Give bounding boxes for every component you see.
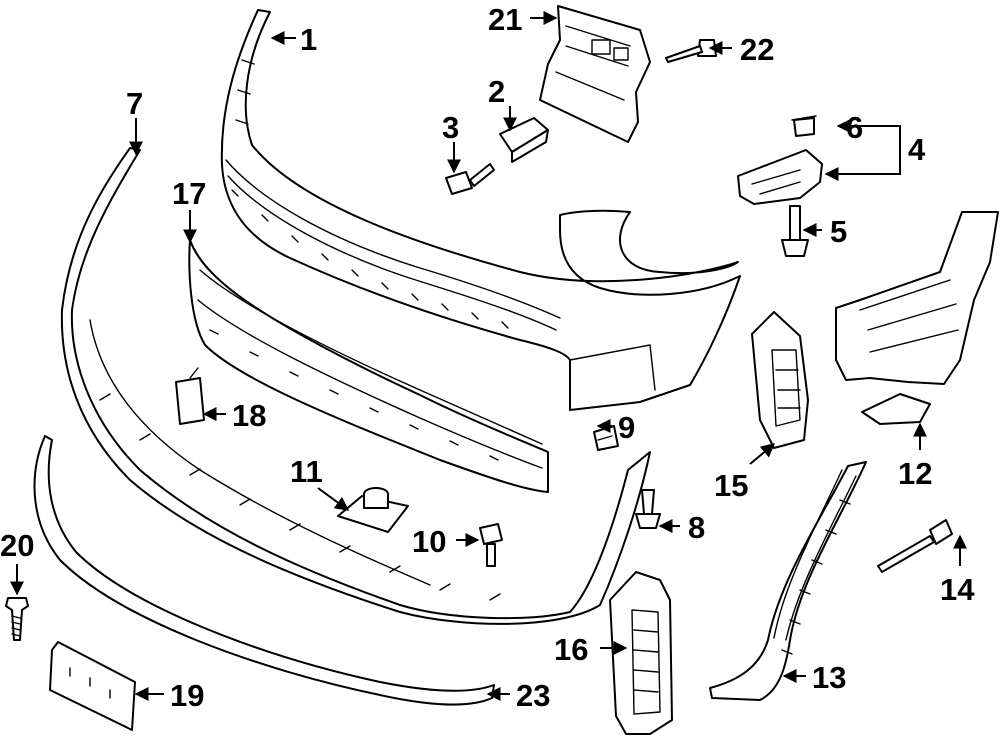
callout-21: 21 (488, 2, 522, 37)
callout-18: 18 (232, 398, 266, 433)
callout-9: 9 (618, 410, 635, 445)
bracket-2 (499, 117, 549, 163)
callout-1: 1 (300, 22, 317, 57)
bolt-10 (479, 523, 503, 567)
arch-strip-13 (709, 461, 867, 701)
bolt-20 (5, 597, 29, 641)
grille-insert (188, 239, 549, 493)
callout-3: 3 (442, 110, 459, 145)
callout-6: 6 (846, 110, 863, 145)
callout-5: 5 (830, 214, 847, 249)
callout-4: 4 (908, 132, 926, 167)
callout-8: 8 (688, 510, 705, 545)
lower-fascia (60, 147, 651, 625)
callout-11: 11 (290, 454, 323, 489)
callout-16: 16 (554, 632, 588, 667)
callout-20: 20 (0, 528, 34, 563)
callout-19: 19 (170, 678, 204, 713)
screw-8 (635, 489, 661, 529)
callout-2: 2 (488, 74, 505, 109)
callout-7: 7 (126, 86, 143, 121)
callout-12: 12 (898, 456, 932, 491)
callout-17: 17 (172, 176, 206, 211)
license-bracket (49, 641, 136, 731)
bolt-3 (445, 163, 495, 195)
callout-labels: 1 2 3 4 5 6 7 8 9 10 11 12 13 14 15 16 1… (0, 2, 975, 713)
clip-18 (175, 367, 205, 425)
clip-6 (791, 115, 817, 137)
screw-22 (665, 39, 717, 63)
push-pin-14 (877, 519, 953, 573)
bracket-11 (337, 487, 409, 533)
clip-9 (593, 425, 619, 451)
screw-5 (781, 205, 809, 257)
callout-23: 23 (516, 678, 550, 713)
callout-15: 15 (714, 468, 748, 503)
bracket-16 (609, 571, 673, 735)
callout-14: 14 (940, 572, 975, 607)
lower-spoiler (33, 435, 495, 706)
callout-13: 13 (812, 660, 846, 695)
bracket-15 (751, 311, 809, 449)
side-bracket-12 (835, 211, 999, 425)
callout-22: 22 (740, 32, 774, 67)
callout-10: 10 (412, 524, 446, 559)
leader-lines (10, 11, 967, 701)
bracket-21 (539, 5, 651, 143)
bumper-cover (220, 9, 741, 411)
bracket-4 (737, 149, 823, 205)
